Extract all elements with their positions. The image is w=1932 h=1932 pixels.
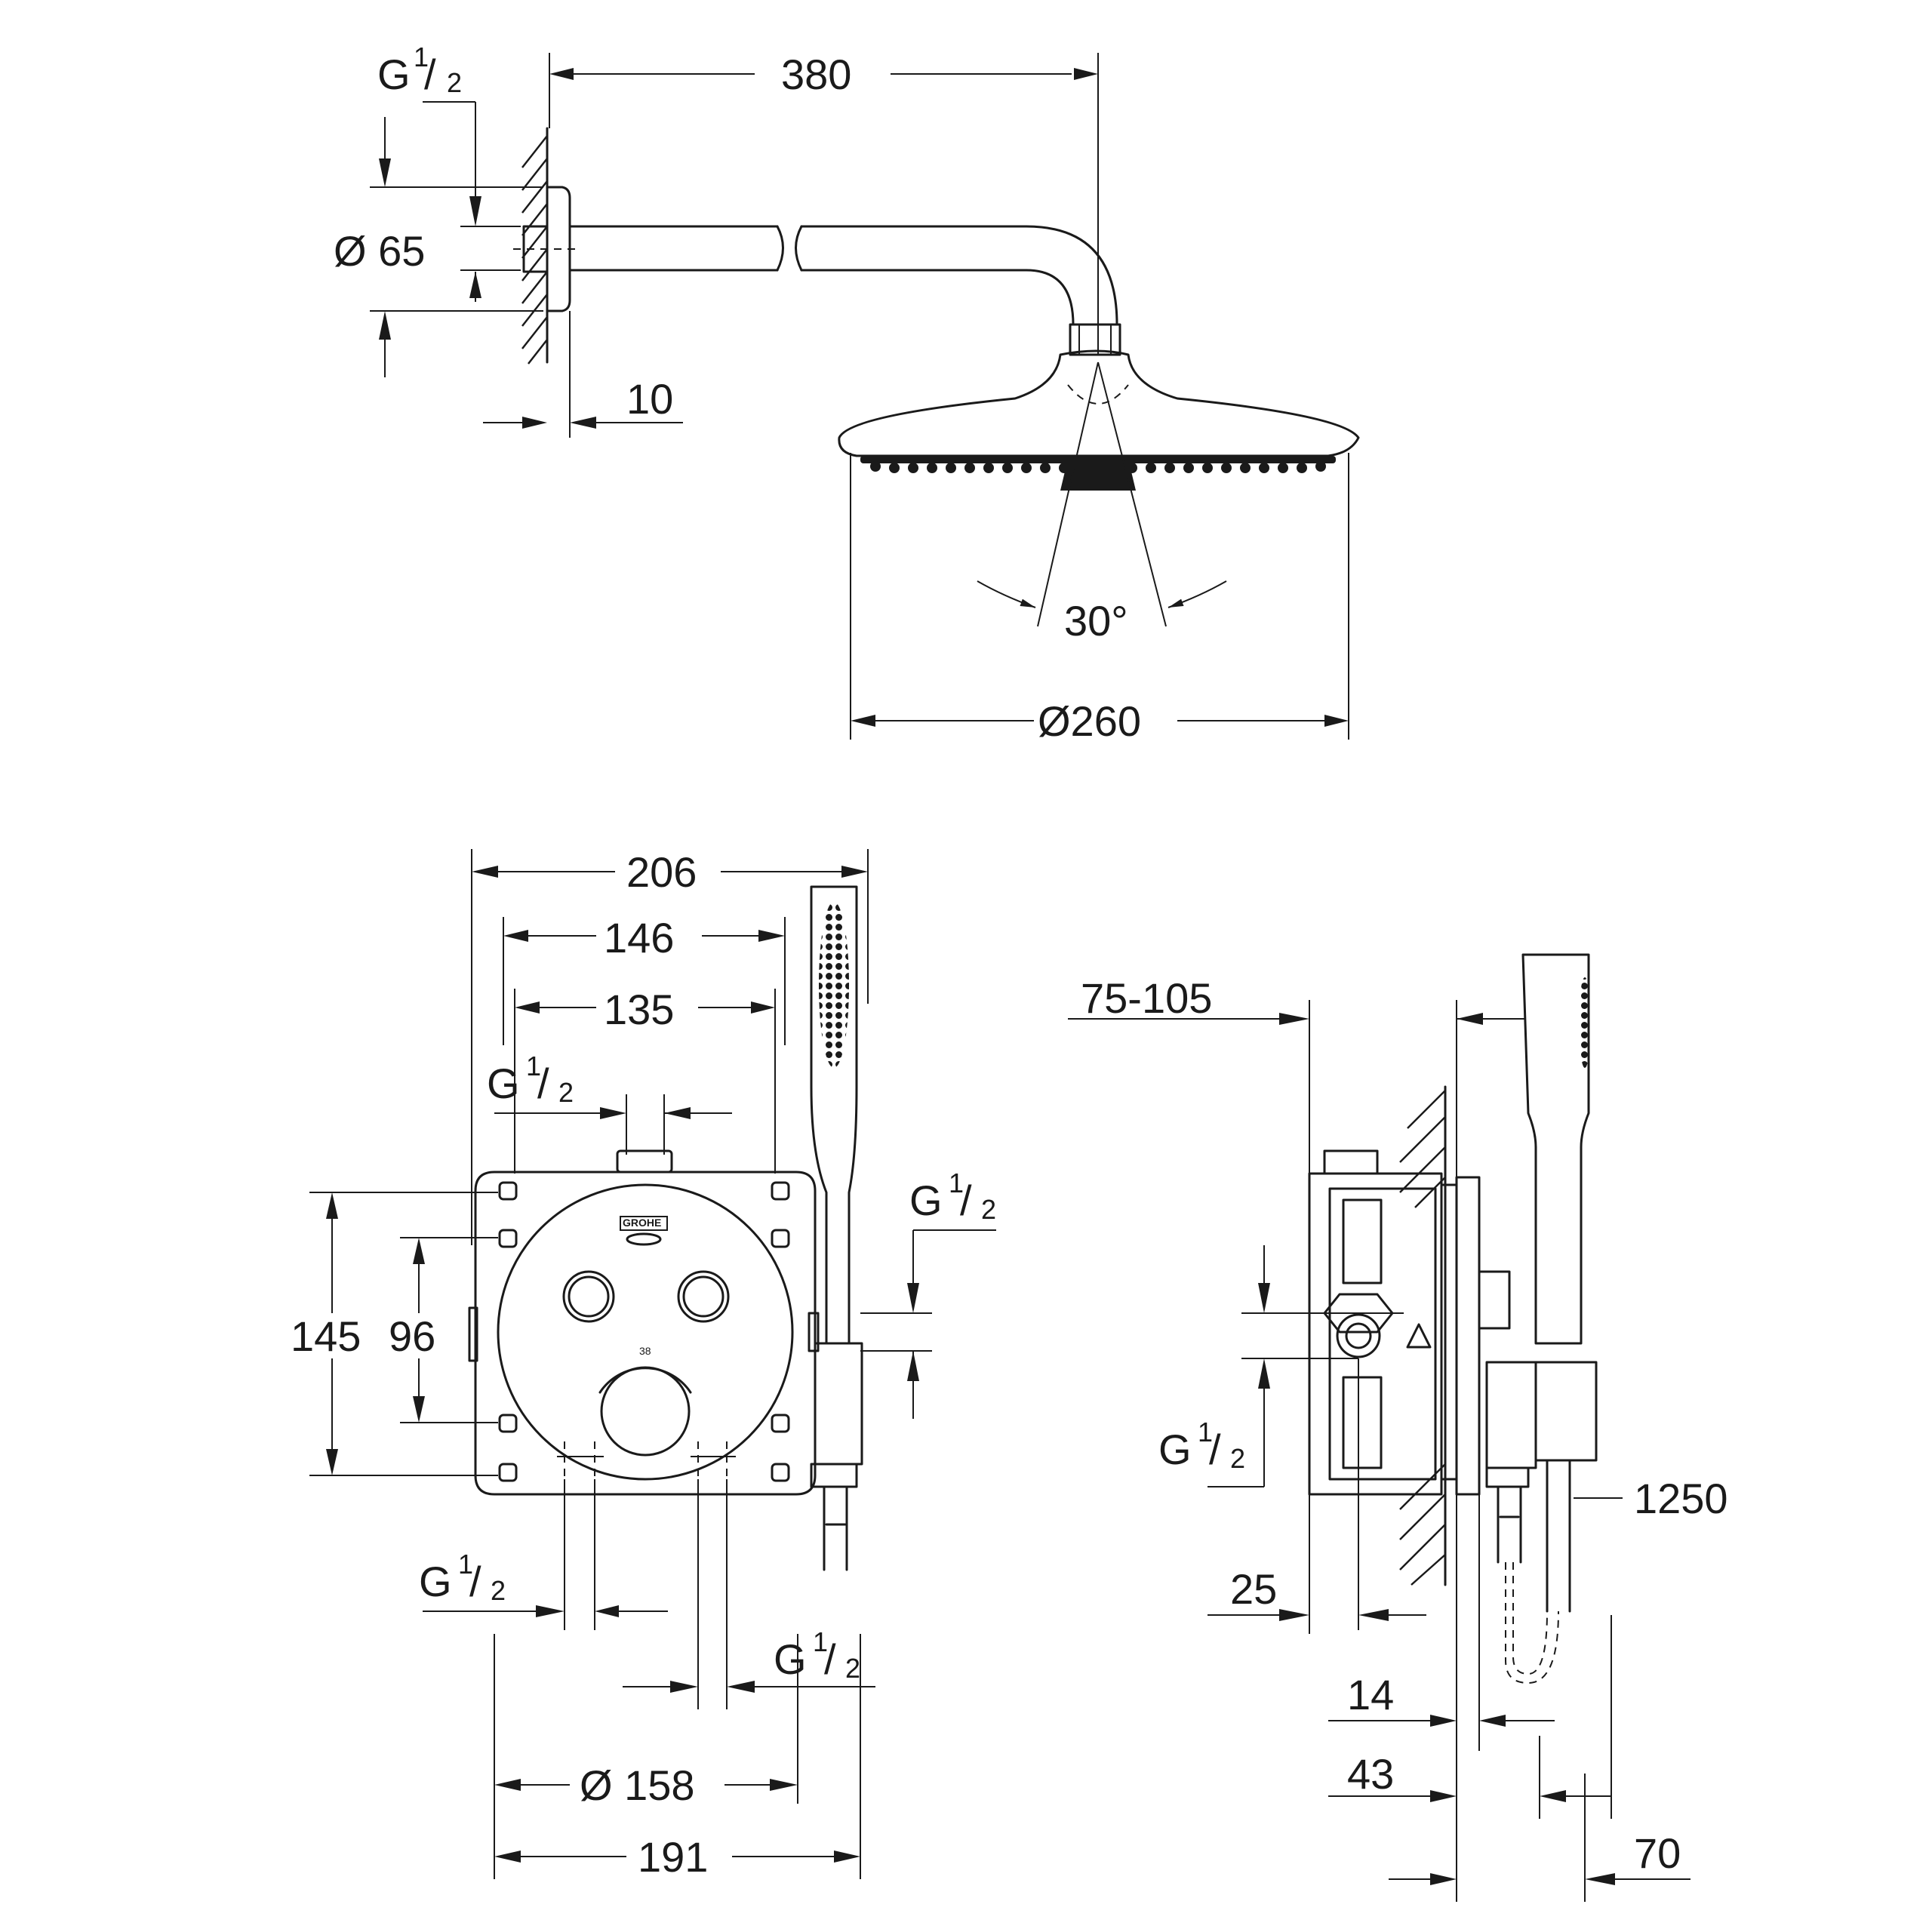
wall-gap-dim: 10 — [626, 375, 673, 423]
install-depth-dim: 75-105 — [1081, 974, 1212, 1022]
g-fraction-num: 1 — [813, 1626, 828, 1657]
spray-angle-label: 30° — [1064, 597, 1128, 645]
brand-logo: GROHE — [623, 1217, 661, 1229]
depth-14-dim: 14 — [1347, 1671, 1394, 1718]
mount-spacing-146-dim: 146 — [604, 914, 674, 961]
hose-length-dim: 1250 — [1634, 1475, 1728, 1522]
arm-length-dim: 380 — [781, 51, 851, 98]
g-fraction-num: 1 — [458, 1549, 473, 1580]
mount-spacing-135-dim: 135 — [604, 986, 674, 1033]
cover-diameter-dim: Ø 158 — [580, 1761, 695, 1809]
wall-hatch — [521, 127, 549, 365]
side-view: 75-105 — [1068, 953, 1728, 1902]
g-label: G — [377, 51, 411, 98]
g-fraction-den: 2 — [558, 1077, 574, 1108]
flange-dimensions: G 1 / 2 Ø 65 — [334, 42, 543, 377]
front-view: 206 146 135 G 1 / 2 — [291, 848, 996, 1881]
shower-head — [838, 349, 1360, 491]
g-label: G — [487, 1060, 520, 1107]
total-width-191-dim: 191 — [638, 1833, 708, 1881]
cover-plate — [497, 1183, 794, 1481]
g-label: G — [909, 1177, 943, 1224]
svg-text:/: / — [824, 1635, 836, 1683]
hand-shower-front — [808, 885, 863, 1571]
g-fraction-den: 2 — [981, 1194, 996, 1225]
g-fraction-num: 1 — [1198, 1417, 1213, 1447]
rose-diameter-dim: Ø260 — [1038, 697, 1141, 745]
g-label: G — [1158, 1426, 1192, 1473]
depth-43-dim: 43 — [1347, 1750, 1394, 1798]
g-fraction-den: 2 — [1230, 1443, 1245, 1474]
height-145-dim: 145 — [291, 1312, 361, 1360]
mounting-tabs — [498, 1181, 790, 1482]
svg-text:/: / — [537, 1060, 549, 1107]
g-fraction-num: 1 — [949, 1168, 964, 1198]
g-fraction-den: 2 — [845, 1653, 860, 1684]
g-label: G — [774, 1635, 807, 1683]
wall-hatch-side — [1399, 1085, 1447, 1586]
g-fraction-num: 1 — [526, 1051, 541, 1081]
svg-text:/: / — [1209, 1426, 1221, 1473]
thermostat-dial[interactable] — [600, 1366, 691, 1457]
g-label: G — [419, 1558, 452, 1605]
overall-width-dim: 206 — [626, 848, 697, 896]
flange-diameter-dim: Ø 65 — [334, 227, 425, 275]
valve-body-side — [1308, 1149, 1511, 1496]
offset-70-dim: 70 — [1634, 1829, 1681, 1877]
svg-text:/: / — [469, 1558, 481, 1605]
svg-text:/: / — [960, 1177, 972, 1224]
depth-25-dim: 25 — [1230, 1565, 1277, 1613]
dial-marking: 38 — [639, 1345, 651, 1357]
svg-text:/: / — [424, 51, 436, 98]
function-button-left[interactable] — [562, 1270, 615, 1323]
function-button-right[interactable] — [677, 1270, 730, 1323]
overhead-shower-view: 30° 380 G 1 / 2 Ø 65 — [334, 42, 1360, 745]
height-96-dim: 96 — [389, 1312, 435, 1360]
g-fraction-den: 2 — [447, 67, 462, 98]
g-fraction-num: 1 — [414, 42, 429, 72]
g-fraction-den: 2 — [491, 1575, 506, 1606]
wall-flange — [513, 186, 581, 312]
hand-shower-side — [1485, 953, 1598, 1684]
shower-arm — [568, 225, 1121, 356]
